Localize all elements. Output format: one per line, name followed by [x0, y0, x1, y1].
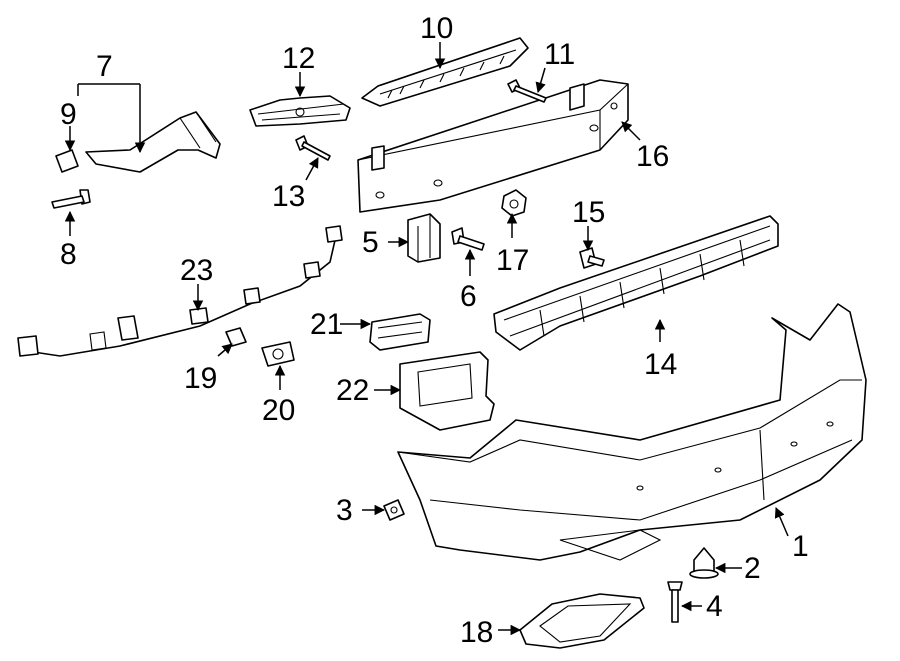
callout-19: 19	[184, 362, 217, 395]
callout-3: 3	[336, 494, 353, 527]
screw-4-part	[667, 581, 683, 623]
clip-9-part	[55, 149, 79, 173]
bolt-11-part	[507, 79, 547, 103]
exhaust-trim-18-part	[519, 593, 645, 649]
energy-absorber-part	[493, 215, 779, 351]
nut-17-part	[501, 189, 527, 217]
module-21-part	[369, 313, 431, 351]
bumper-cover-part	[397, 303, 867, 561]
reinforcement-bar-part	[357, 79, 629, 213]
callout-11: 11	[544, 38, 575, 71]
bracket-22-part	[399, 351, 495, 431]
callout-13: 13	[272, 180, 305, 213]
bracket-5-part	[407, 213, 441, 263]
bolt-6-part	[451, 227, 485, 251]
callout-23: 23	[180, 254, 213, 287]
callout-5: 5	[362, 226, 379, 259]
side-bracket-part	[249, 95, 351, 127]
callout-2: 2	[744, 552, 761, 585]
upper-bracket-part	[361, 37, 529, 107]
callout-21: 21	[310, 308, 343, 341]
callout-17: 17	[496, 244, 529, 277]
callout-6: 6	[460, 280, 477, 313]
callout-4: 4	[706, 590, 723, 623]
callout-16: 16	[636, 140, 669, 173]
bracket-7-part	[85, 111, 221, 173]
clip-3-part	[383, 499, 405, 521]
wiring-harness-part	[17, 225, 343, 357]
callout-1: 1	[792, 530, 809, 563]
holder-20-part	[261, 341, 295, 367]
callout-12: 12	[282, 42, 315, 75]
callout-labels: 1 2 3 4 5 6 7 8 9 10 11 12 13 14 15 16 1…	[60, 12, 809, 649]
callout-10: 10	[420, 12, 453, 45]
callout-9: 9	[60, 98, 77, 131]
connector-19-part	[225, 327, 247, 347]
callout-20: 20	[262, 394, 295, 427]
callout-15: 15	[572, 196, 605, 229]
fastener-15-part	[579, 247, 605, 269]
callout-lines	[64, 42, 789, 636]
bolt-13-part	[295, 135, 331, 161]
callout-18: 18	[460, 616, 493, 649]
push-pin-2-part	[689, 547, 719, 579]
callout-14: 14	[644, 348, 677, 381]
callout-22: 22	[336, 374, 369, 407]
callout-8: 8	[60, 238, 77, 271]
callout-7: 7	[96, 50, 113, 83]
bolt-8-part	[51, 189, 91, 209]
